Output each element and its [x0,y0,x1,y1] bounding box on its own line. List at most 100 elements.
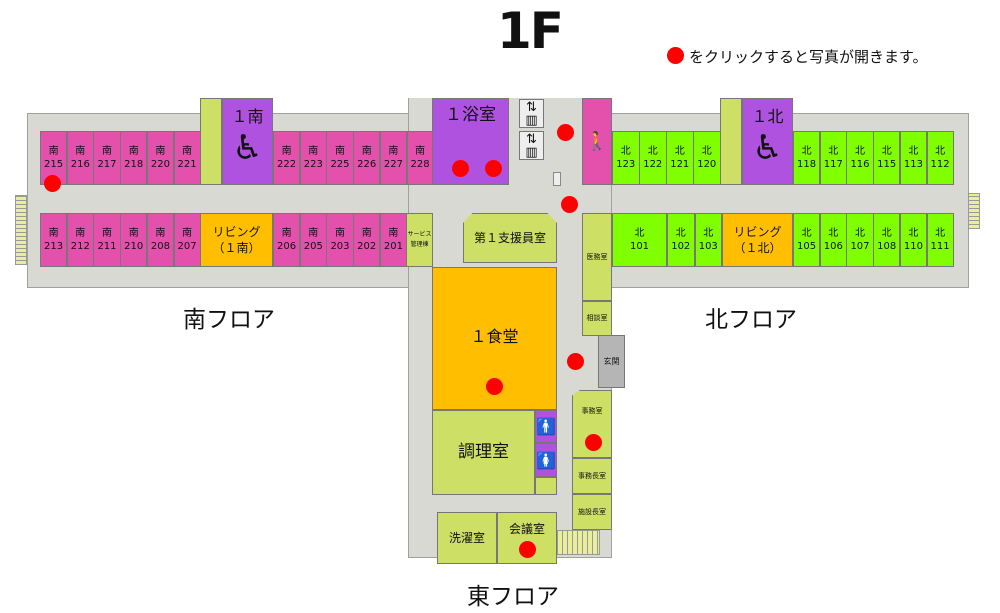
room-wing: 北 [935,146,946,157]
room-wing: 南 [334,228,345,239]
kitchen[interactable]: 調理室 [432,410,535,495]
laundry-room[interactable]: 洗濯室 [437,512,497,564]
director-office[interactable]: 事務長室 [572,458,612,494]
living-north[interactable]: リビング （１北） [722,213,793,267]
staff-room[interactable]: 第１支援員室 [463,213,557,263]
corridor-hall [409,189,611,211]
south-floor-label: 南フロア [183,307,275,333]
meeting-room[interactable]: 会議室 [497,512,557,564]
photo-dot-dining[interactable] [486,378,503,395]
room-number: 212 [70,241,90,252]
mens-restroom: 🚹 [535,410,557,443]
room-wing: 北 [854,228,865,239]
wheelchair-icon: ♿ [232,128,263,168]
room-wing: 北 [828,228,839,239]
floor-title: 1F [497,2,564,60]
photo-dot-215[interactable] [44,175,61,192]
photo-dot-bath-1[interactable] [452,160,469,177]
room-number: 113 [903,159,923,170]
living-north-label: リビング [733,225,782,239]
photo-dot-elevator-hall[interactable] [557,124,574,141]
staff-room-label: 第１支援員室 [473,230,546,245]
room-number: 123 [616,159,636,170]
room-wing: 南 [155,146,166,157]
accessible-room-south[interactable]: １南 ♿ [222,98,273,185]
room-number: 217 [97,159,117,170]
room-wing: 南 [48,146,59,157]
service-office[interactable]: サービス 管理棟 [406,213,433,267]
elevator-2: ⇅▥ [519,131,544,160]
living-south[interactable]: リビング （１南） [200,213,273,267]
east-floor-label: 東フロア [467,584,559,610]
elevator-1: ⇅▥ [519,99,544,128]
accessible-south-label: １南 [231,107,264,126]
room-wing: 南 [155,228,166,239]
stairs-west[interactable] [15,195,27,265]
entrance[interactable]: 玄関 [598,335,625,388]
stairs-east[interactable] [968,193,980,229]
man-icon: 🚹 [536,417,556,436]
room-wing: 南 [388,228,399,239]
photo-dot-corridor[interactable] [561,196,578,213]
room-number: 218 [124,159,144,170]
room-wing: 北 [675,228,686,239]
stairs-south[interactable] [557,530,600,555]
facility-head-label: 施設長室 [578,507,606,516]
stairs-icon: 🚶 [585,131,609,152]
accessible-room-north[interactable]: １北 ♿ [742,98,793,185]
facility-head-office[interactable]: 施設長室 [572,494,612,530]
consult-room[interactable]: 相談室 [582,301,612,336]
photo-dot-meeting[interactable] [519,541,536,558]
medical-room[interactable]: 医務室 [582,213,612,301]
womens-restroom: 🚺 [535,443,557,477]
photo-dot-bath-2[interactable] [485,160,502,177]
photo-dot-office[interactable] [585,434,602,451]
service-label: サービス [407,231,432,238]
room-number: 116 [850,159,870,170]
laundry-label: 洗濯室 [448,530,485,545]
photo-dot-entrance-hall[interactable] [567,353,584,370]
room-number: 227 [383,159,403,170]
